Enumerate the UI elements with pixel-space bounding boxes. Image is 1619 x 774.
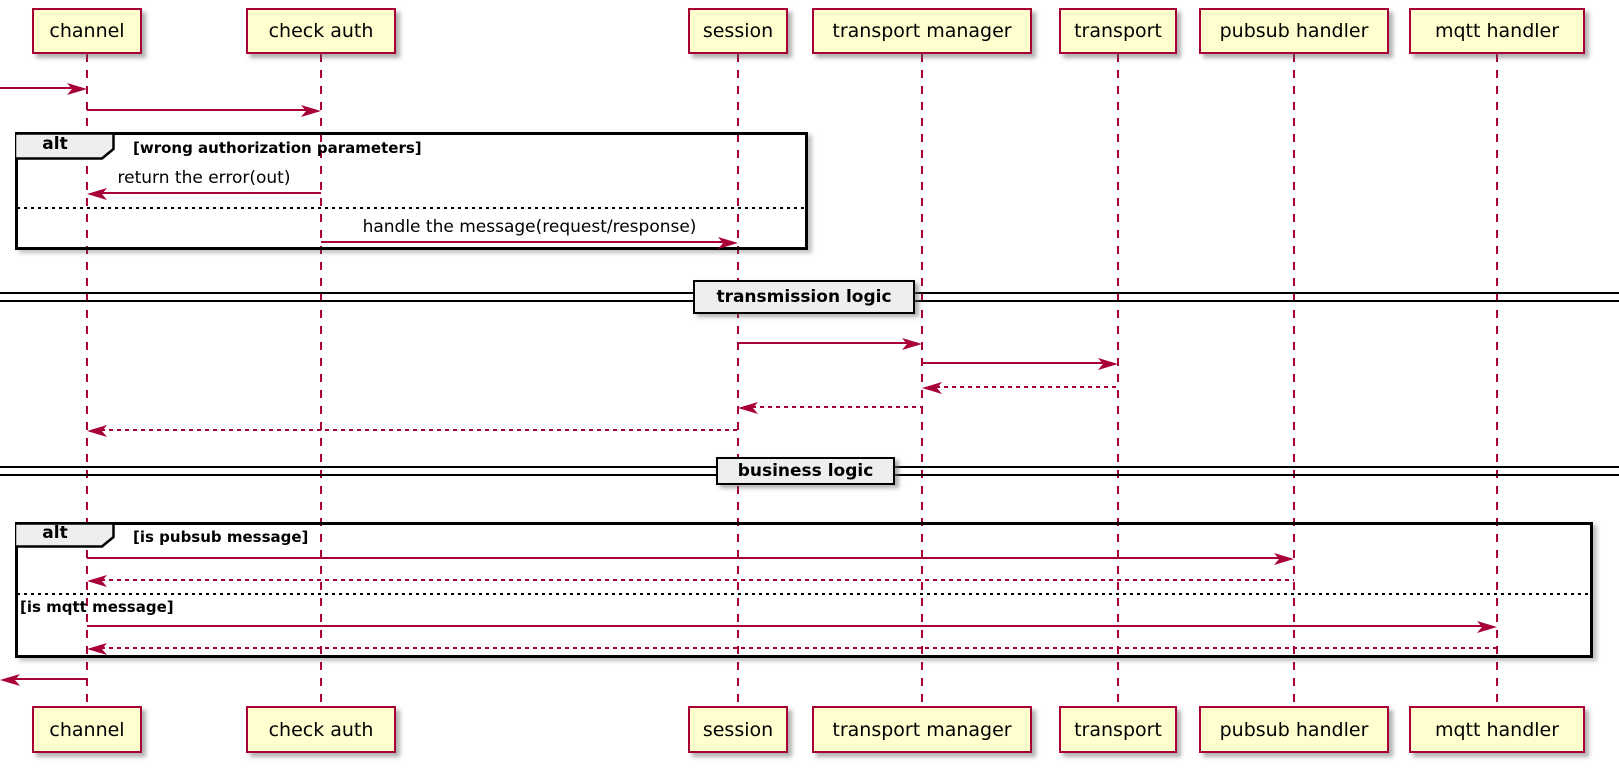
message-line xyxy=(93,579,1294,581)
alt-section-divider xyxy=(17,593,1591,595)
alt-frame-operator: alt xyxy=(42,523,68,544)
participant-bottom-transport: transport xyxy=(1059,706,1177,753)
message-label: handle the message(request/response) xyxy=(362,217,697,237)
arrowhead-shape xyxy=(922,382,942,394)
message-line xyxy=(87,109,315,111)
lifeline-check-auth xyxy=(320,54,322,706)
message-line xyxy=(93,192,321,194)
arrowhead-icon xyxy=(1477,619,1497,633)
participant-bottom-transport-manager: transport manager xyxy=(812,706,1032,753)
arrowhead-icon xyxy=(87,186,107,200)
participant-bottom-check-auth: check auth xyxy=(246,706,396,753)
alt-frame-tab: alt xyxy=(15,132,115,160)
arrowhead-icon xyxy=(1274,551,1294,565)
arrowhead-icon xyxy=(87,423,107,437)
arrowhead-shape xyxy=(87,643,107,655)
arrowhead-shape xyxy=(902,338,922,350)
alt-section-divider xyxy=(17,207,806,209)
arrowhead-shape xyxy=(87,188,107,200)
message-line xyxy=(744,406,922,408)
section-divider-label: business logic xyxy=(716,457,895,485)
arrowhead-shape xyxy=(1477,621,1497,633)
arrowhead-shape xyxy=(87,575,107,587)
message-line xyxy=(93,647,1497,649)
section-divider-label: transmission logic xyxy=(693,280,915,314)
arrowhead-icon xyxy=(922,380,942,394)
message-line xyxy=(928,386,1118,388)
message-line xyxy=(93,429,738,431)
arrowhead-icon xyxy=(718,235,738,249)
participant-top-transport-manager: transport manager xyxy=(812,8,1032,54)
arrowhead-shape xyxy=(87,425,107,437)
participant-top-transport: transport xyxy=(1059,8,1177,54)
message-line xyxy=(922,362,1112,364)
arrowhead-shape xyxy=(301,105,321,117)
arrowhead-icon xyxy=(87,641,107,655)
alt-frame-operator: alt xyxy=(42,134,68,155)
arrowhead-shape xyxy=(718,237,738,249)
guard-label: [is pubsub message] xyxy=(133,528,309,546)
participant-top-mqtt-handler: mqtt handler xyxy=(1409,8,1585,54)
arrowhead-icon xyxy=(1098,356,1118,370)
arrowhead-shape xyxy=(1098,358,1118,370)
arrowhead-icon xyxy=(301,103,321,117)
guard-label: [is mqtt message] xyxy=(20,598,174,616)
lifeline-channel xyxy=(86,54,88,706)
participant-bottom-pubsub-handler: pubsub handler xyxy=(1199,706,1389,753)
message-line xyxy=(87,557,1288,559)
lifeline-transport xyxy=(1117,54,1119,706)
message-line xyxy=(0,87,81,89)
participant-top-session: session xyxy=(688,8,788,54)
message-label: return the error(out) xyxy=(117,168,291,188)
participant-top-check-auth: check auth xyxy=(246,8,396,54)
arrowhead-icon xyxy=(87,573,107,587)
lifeline-session xyxy=(737,54,739,706)
participant-bottom-session: session xyxy=(688,706,788,753)
participant-top-channel: channel xyxy=(32,8,142,54)
message-line xyxy=(738,342,916,344)
lifeline-mqtt-handler xyxy=(1496,54,1498,706)
arrowhead-shape xyxy=(67,83,87,95)
participant-bottom-channel: channel xyxy=(32,706,142,753)
arrowhead-icon xyxy=(67,81,87,95)
arrowhead-shape xyxy=(0,674,20,686)
participant-top-pubsub-handler: pubsub handler xyxy=(1199,8,1389,54)
arrowhead-icon xyxy=(902,336,922,350)
alt-frame-tab: alt xyxy=(15,522,115,548)
message-line xyxy=(321,241,732,243)
lifeline-transport-manager xyxy=(921,54,923,706)
guard-label: [wrong authorization parameters] xyxy=(133,139,422,157)
arrowhead-icon xyxy=(0,672,20,686)
lifeline-pubsub-handler xyxy=(1293,54,1295,706)
message-line xyxy=(6,678,87,680)
message-line xyxy=(87,625,1491,627)
participant-bottom-mqtt-handler: mqtt handler xyxy=(1409,706,1585,753)
arrowhead-shape xyxy=(738,402,758,414)
arrowhead-shape xyxy=(1274,553,1294,565)
arrowhead-icon xyxy=(738,400,758,414)
